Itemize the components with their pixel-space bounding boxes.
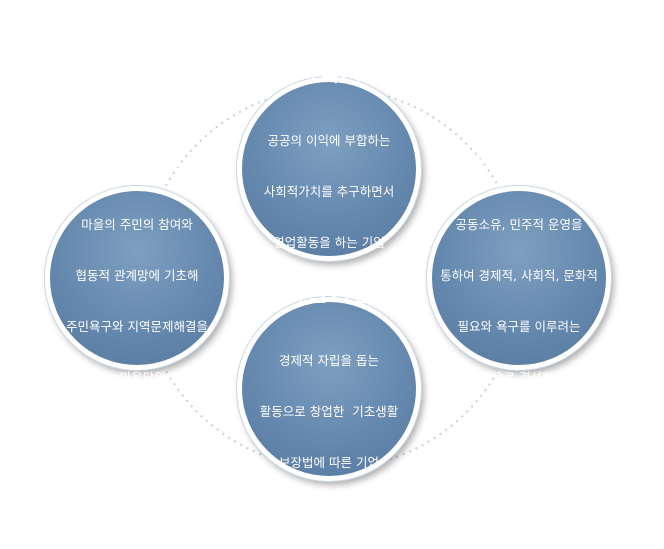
node-title: 자활기업	[283, 279, 375, 307]
desc-line: 영업활동을 하는 기업	[273, 235, 385, 250]
desc-line: 공동소유, 민주적 운영을	[455, 216, 583, 232]
node-self-sufficiency-enterprise: 자활기업 경제적 자립을 돕는 활동으로 창업한 기초생활 보장법에 따른 기업	[237, 279, 421, 481]
desc-line: 협동적 관계망에 기초해	[75, 267, 199, 283]
node-title: 협동조합	[473, 142, 565, 171]
node-title: 사회적기업	[272, 59, 386, 87]
node-description: 공공의 이익에 부합하는 사회적가치를 추구하면서 영업활동을 하는 기업	[264, 98, 394, 285]
desc-line: 경제적 자립을 돕는	[279, 353, 379, 368]
node-cooperative: 협동조합 공동소유, 민주적 운영을 통하여 경제적, 사회적, 문화적 필요와…	[427, 143, 611, 385]
desc-line: 공공의 이익에 부합하는	[267, 133, 391, 148]
node-description: 경제적 자립을 돕는 활동으로 창업한 기초생활 보장법에 따른 기업	[260, 318, 398, 505]
desc-line: 활동으로 창업한 기초생활	[259, 404, 399, 419]
desc-line: 통하여 경제적, 사회적, 문화적	[440, 267, 598, 283]
desc-line: 자발적으로 결성한 기업	[457, 369, 581, 385]
node-description: 마을의 주민의 참여와 협동적 관계망에 기초해 주민욕구와 지역문제해결을 추…	[66, 182, 208, 420]
node-description: 공동소유, 민주적 운영을 통하여 경제적, 사회적, 문화적 필요와 욕구를 …	[440, 182, 598, 420]
node-social-enterprise: 사회적기업 공공의 이익에 부합하는 사회적가치를 추구하면서 영업활동을 하는…	[237, 59, 421, 261]
node-village-enterprise: 마을기업 마을의 주민의 참여와 협동적 관계망에 기초해 주민욕구와 지역문제…	[45, 143, 229, 385]
desc-line: 추구하는 마을단위의 기업	[69, 369, 205, 385]
desc-line: 필요와 욕구를 이루려는	[457, 318, 581, 334]
desc-line: 주민욕구와 지역문제해결을	[66, 318, 208, 334]
node-title: 마을기업	[91, 142, 183, 171]
desc-line: 보장법에 따른 기업	[279, 455, 379, 470]
desc-line: 사회적가치를 추구하면서	[263, 184, 395, 199]
desc-line: 마을의 주민의 참여와	[81, 216, 193, 232]
